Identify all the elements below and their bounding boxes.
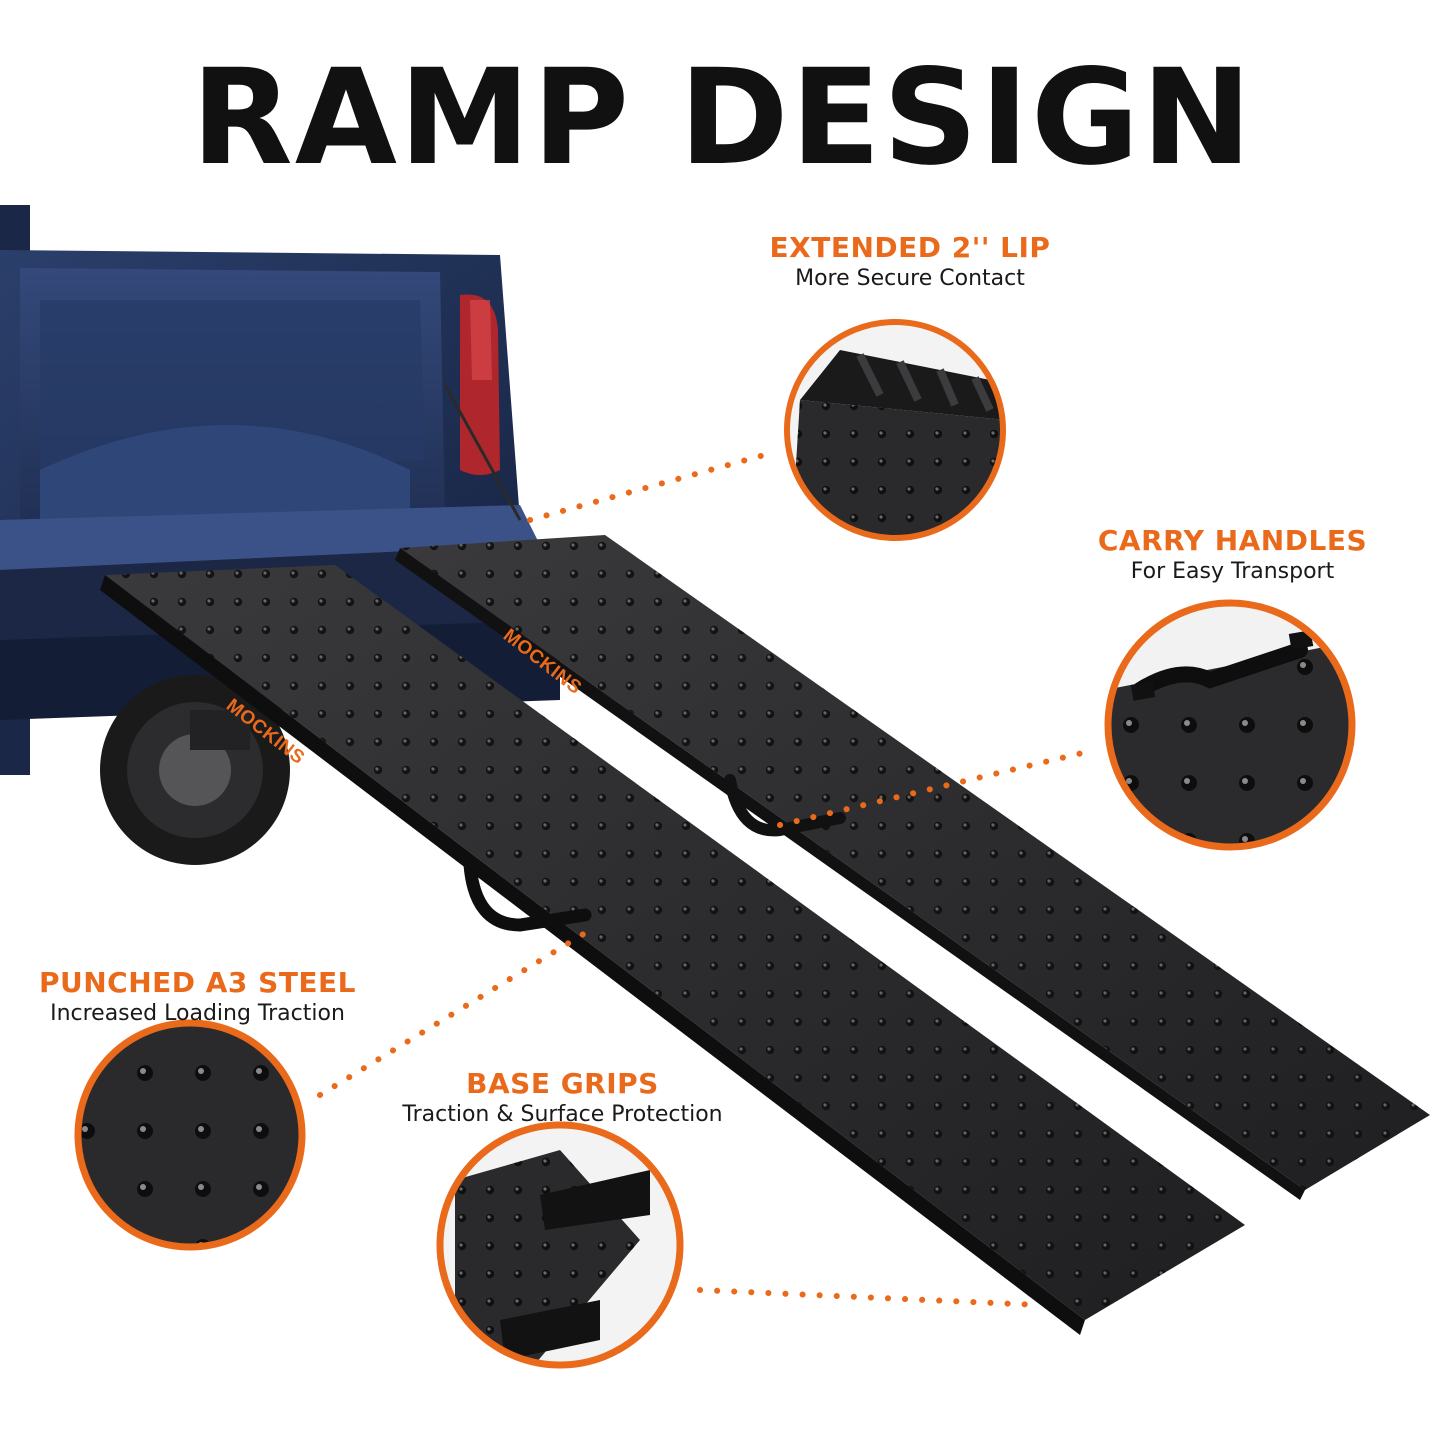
feature-subtext: For Easy Transport (1130, 559, 1335, 585)
inset-base-grips (436, 1121, 684, 1369)
leader-line-lip (527, 449, 778, 523)
inset-extended-lip (784, 319, 1006, 541)
feature-punched-steel: PUNCHED A3 STEEL Increased Loading Tract… (20, 966, 375, 1029)
inset-carry-handles (1104, 599, 1356, 851)
feature-heading: EXTENDED 2'' LIP (769, 231, 1051, 264)
feature-subtext: Traction & Surface Protection (402, 1102, 723, 1128)
feature-base-grips: BASE GRIPS Traction & Surface Protection (370, 1067, 755, 1130)
feature-heading: PUNCHED A3 STEEL (38, 966, 357, 999)
feature-carry-handles: CARRY HANDLES For Easy Transport (1060, 524, 1405, 587)
ramp-left (100, 565, 1245, 1335)
ramp-right (395, 535, 1430, 1200)
page-title: RAMP DESIGN (191, 41, 1254, 195)
feature-subtext: More Secure Contact (795, 266, 1025, 292)
leader-line-steel (317, 927, 593, 1098)
leader-line-handles (777, 747, 1098, 828)
leader-line-base (697, 1287, 1043, 1308)
feature-heading: BASE GRIPS (466, 1067, 659, 1100)
leader-lines (317, 449, 1098, 1308)
feature-extended-lip: EXTENDED 2'' LIP More Secure Contact (700, 231, 1120, 294)
inset-punched-steel (74, 1019, 306, 1251)
feature-heading: CARRY HANDLES (1097, 524, 1368, 557)
feature-subtext: Increased Loading Traction (50, 1001, 345, 1027)
